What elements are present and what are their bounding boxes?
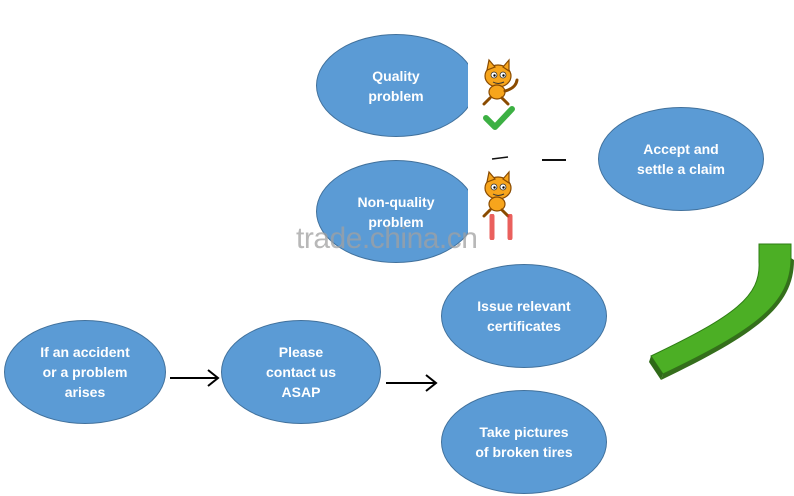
- right-arrow-icon: [170, 369, 220, 387]
- node-quality-problem: Quality problem: [316, 34, 476, 137]
- crop-mask-bottom: [468, 156, 488, 266]
- watermark-text: trade.china.cn: [296, 222, 478, 255]
- connector-fragment: [491, 156, 566, 161]
- node-contact-us: Please contact us ASAP: [221, 320, 381, 424]
- right-arrow-icon: [386, 374, 438, 392]
- node-non-quality-problem: Non-quality problem: [316, 160, 476, 263]
- crop-mask-top: [468, 30, 488, 140]
- node-accident: If an accident or a problem arises: [4, 320, 166, 424]
- green-curved-arrow-icon: [649, 243, 794, 380]
- cat-mascot-icon: [482, 58, 519, 106]
- check-mark-icon: [483, 106, 515, 130]
- node-take-pictures: Take pictures of broken tires: [441, 390, 607, 494]
- node-issue-certificates: Issue relevant certificates: [441, 264, 607, 368]
- cat-mascot-icon: [482, 170, 512, 218]
- cross-mark-icon: [489, 214, 513, 240]
- node-accept-claim: Accept and settle a claim: [598, 107, 764, 211]
